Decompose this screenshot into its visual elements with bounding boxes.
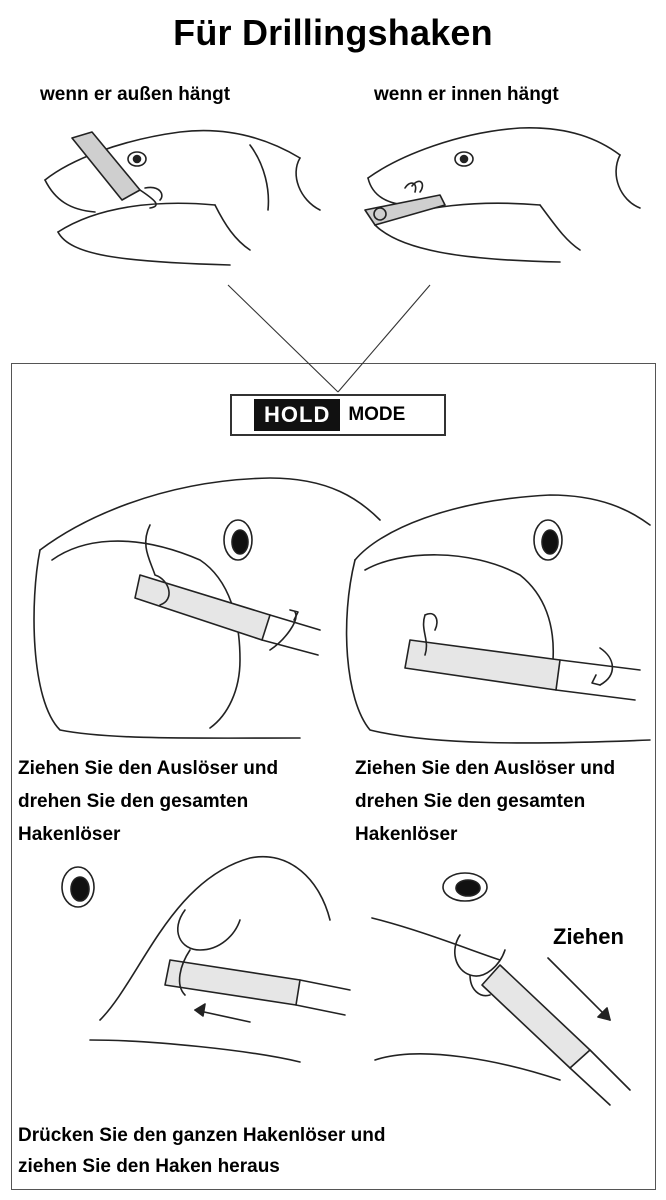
step1-illustration <box>33 477 381 739</box>
pull-label: Ziehen <box>553 924 624 949</box>
hold-mode-badge: HOLD MODE <box>230 394 446 436</box>
page-title: Für Drillingshaken <box>173 12 493 53</box>
fish-head-inside-illustration <box>364 127 641 263</box>
step1-caption: Ziehen Sie den Auslöser und drehen Sie d… <box>18 758 279 845</box>
step2-illustration <box>345 494 651 744</box>
step3-caption: Drücken Sie den ganzen Hakenlöser und zi… <box>18 1125 386 1177</box>
step4-illustration <box>371 872 631 1106</box>
step2-caption: Ziehen Sie den Auslöser und drehen Sie d… <box>355 758 616 845</box>
step3-illustration <box>61 855 351 1063</box>
label-hook-inside: wenn er innen hängt <box>374 84 559 105</box>
mode-label: MODE <box>348 404 406 425</box>
fish-head-outside-illustration <box>44 129 321 266</box>
connector-lines <box>227 284 431 393</box>
label-hook-outside: wenn er außen hängt <box>40 84 231 105</box>
instruction-frame <box>11 363 656 1190</box>
hold-label: HOLD <box>254 399 341 431</box>
